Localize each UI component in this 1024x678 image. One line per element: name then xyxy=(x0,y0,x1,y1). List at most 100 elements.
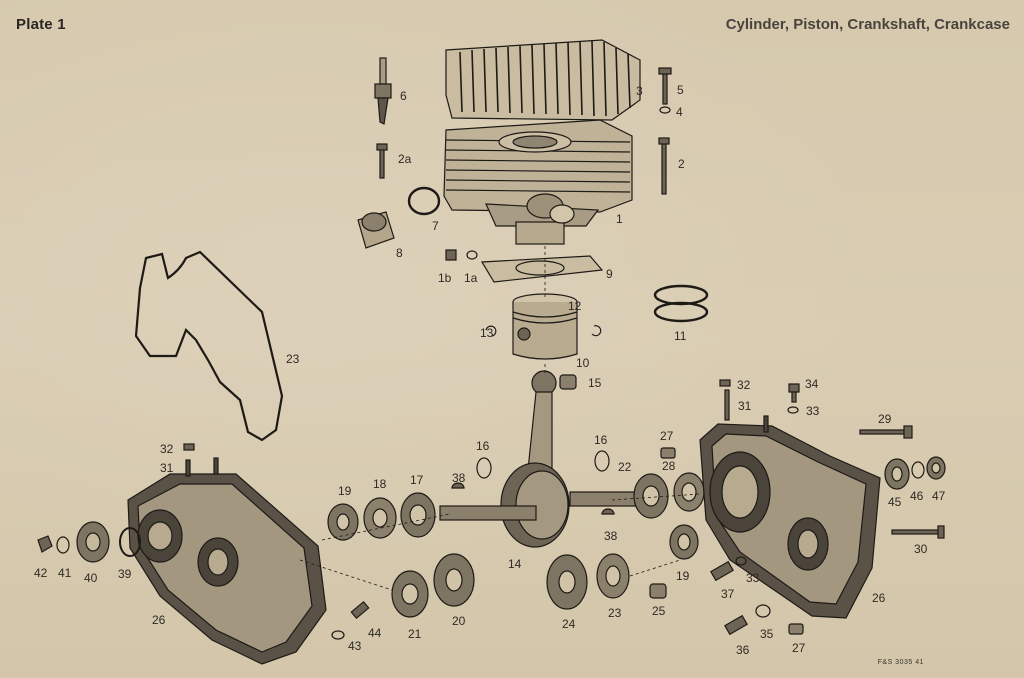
nut-32-left xyxy=(183,443,195,451)
callout-46: 46 xyxy=(910,489,924,503)
callout-12: 12 xyxy=(568,299,582,313)
washer-33-bottom xyxy=(735,556,747,566)
callout-37: 37 xyxy=(721,587,735,601)
plug-37 xyxy=(710,560,734,582)
callout-29: 29 xyxy=(878,412,892,426)
callout-31-right: 31 xyxy=(738,399,752,413)
callout-43: 43 xyxy=(348,639,362,653)
callout-44: 44 xyxy=(368,626,382,640)
callout-1: 1 xyxy=(616,212,623,226)
callout-23-seal: 23 xyxy=(608,606,622,620)
callout-1b: 1b xyxy=(438,271,452,285)
base-gasket-hole xyxy=(515,260,565,276)
washer-1a xyxy=(466,250,478,260)
washer-43 xyxy=(331,630,345,640)
stud-bolt-29 xyxy=(859,425,913,439)
callout-36: 36 xyxy=(736,643,750,657)
shim-16-left xyxy=(476,457,492,479)
callout-18: 18 xyxy=(373,477,387,491)
callout-17: 17 xyxy=(410,473,424,487)
stud-bolt-2 xyxy=(658,137,670,195)
seal-18 xyxy=(363,497,397,539)
bearing-19-left xyxy=(327,503,359,541)
callout-30: 30 xyxy=(914,542,928,556)
callout-15: 15 xyxy=(588,376,602,390)
key-38-right xyxy=(601,508,615,515)
callout-4: 4 xyxy=(676,105,683,119)
piston-part xyxy=(512,293,578,360)
crankcase-right-part xyxy=(699,415,881,619)
callout-45: 45 xyxy=(888,495,902,509)
callout-33-bottom: 33 xyxy=(746,571,760,585)
callout-16-right: 16 xyxy=(594,433,608,447)
callout-8: 8 xyxy=(396,246,403,260)
callout-26-left: 26 xyxy=(152,613,166,627)
plate-title: Cylinder, Piston, Crankshaft, Crankcase xyxy=(725,16,1010,33)
circlip-10 xyxy=(591,325,602,337)
callout-39: 39 xyxy=(118,567,132,581)
bearing-24 xyxy=(546,554,588,610)
callout-13: 13 xyxy=(480,326,494,340)
shim-16-right xyxy=(594,450,610,472)
callout-2: 2 xyxy=(678,157,685,171)
callout-35: 35 xyxy=(760,627,774,641)
seal-28 xyxy=(673,472,705,512)
callout-14: 14 xyxy=(508,557,522,571)
piston-ring-top xyxy=(653,284,709,306)
callout-27-top: 27 xyxy=(660,429,674,443)
callout-2a: 2a xyxy=(398,152,412,166)
crankcase-left-part xyxy=(127,457,327,665)
callout-38-right: 38 xyxy=(604,529,618,543)
plug-36 xyxy=(724,614,748,636)
washer-39 xyxy=(119,527,141,557)
cylinder-head-part xyxy=(445,39,641,121)
callout-21: 21 xyxy=(408,627,422,641)
stud-bolt-5 xyxy=(658,67,672,105)
callout-25: 25 xyxy=(652,604,666,618)
spark-plug-part xyxy=(374,57,392,125)
washer-4 xyxy=(659,106,671,114)
nut-45 xyxy=(884,458,910,490)
callout-16-left: 16 xyxy=(476,439,490,453)
exhaust-ring-part xyxy=(407,186,441,216)
callout-10: 10 xyxy=(576,356,590,370)
callout-32-left: 32 xyxy=(160,442,174,456)
callout-31-left: 31 xyxy=(160,461,174,475)
alignment-lines xyxy=(299,246,701,591)
callout-3: 3 xyxy=(636,84,643,98)
washer-35 xyxy=(755,604,771,618)
plate-label: Plate 1 xyxy=(16,16,66,33)
crankshaft-part xyxy=(439,370,641,548)
nut-47 xyxy=(926,456,946,480)
drawing-code: F&S 3035 41 xyxy=(877,659,924,666)
crankcase-gasket-part xyxy=(134,250,284,442)
callout-33-top: 33 xyxy=(806,404,820,418)
bolt-34 xyxy=(788,383,800,403)
washer-46 xyxy=(911,461,925,479)
callout-20: 20 xyxy=(452,614,466,628)
stud-bolt-30 xyxy=(891,525,945,539)
bush-25 xyxy=(649,583,667,599)
key-38-left xyxy=(451,482,465,489)
callout-38-left: 38 xyxy=(452,471,466,485)
callout-19-right: 19 xyxy=(676,569,690,583)
piston-ring-bottom xyxy=(653,301,709,323)
washer-33-top xyxy=(787,406,799,414)
circlip-13 xyxy=(485,325,497,337)
bolt-1b xyxy=(445,249,457,261)
stud-bolt-2a xyxy=(376,143,388,179)
callout-41: 41 xyxy=(58,566,72,580)
callout-47: 47 xyxy=(932,489,946,503)
callout-24: 24 xyxy=(562,617,576,631)
callout-9: 9 xyxy=(606,267,613,281)
callout-40: 40 xyxy=(84,571,98,585)
bearing-21 xyxy=(391,570,429,618)
bearing-20 xyxy=(433,553,475,607)
dowel-27-top xyxy=(660,447,676,459)
exhaust-flange-part xyxy=(357,211,395,249)
callout-28: 28 xyxy=(662,459,676,473)
callout-1a: 1a xyxy=(464,271,478,285)
bearing-19-right xyxy=(669,524,699,560)
